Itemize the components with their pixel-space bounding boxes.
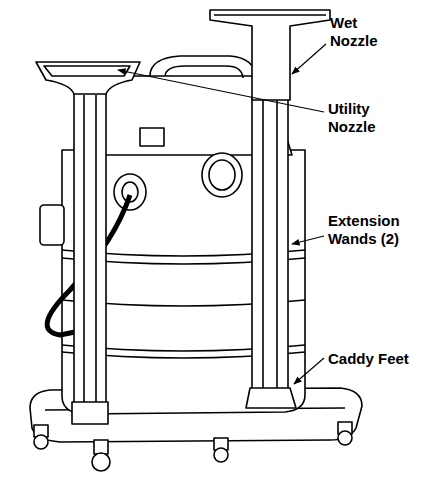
leader-line — [292, 236, 324, 244]
latch — [40, 205, 64, 245]
handle — [150, 56, 256, 78]
wheel — [92, 453, 110, 471]
wheel — [34, 435, 48, 449]
exhaust-port — [202, 153, 242, 197]
wheel — [214, 448, 228, 462]
callout-label: Wet Nozzle — [330, 14, 400, 50]
utility-nozzle — [36, 62, 140, 94]
wheel — [338, 431, 352, 445]
caddy-foot — [246, 388, 296, 408]
wet-nozzle — [210, 10, 330, 100]
callout-label: Caddy Feet — [328, 350, 438, 368]
caddy-foot — [72, 402, 108, 424]
inlet — [114, 174, 146, 210]
callout-label: Extension Wands (2) — [328, 212, 423, 248]
leader-line — [118, 70, 324, 112]
leader-line — [292, 44, 326, 74]
extension-wand — [74, 92, 106, 420]
extension-wand — [252, 98, 288, 398]
callout-label: Utility Nozzle — [328, 100, 408, 136]
leader-line — [294, 358, 324, 384]
caster — [94, 440, 108, 454]
switch — [140, 128, 164, 146]
